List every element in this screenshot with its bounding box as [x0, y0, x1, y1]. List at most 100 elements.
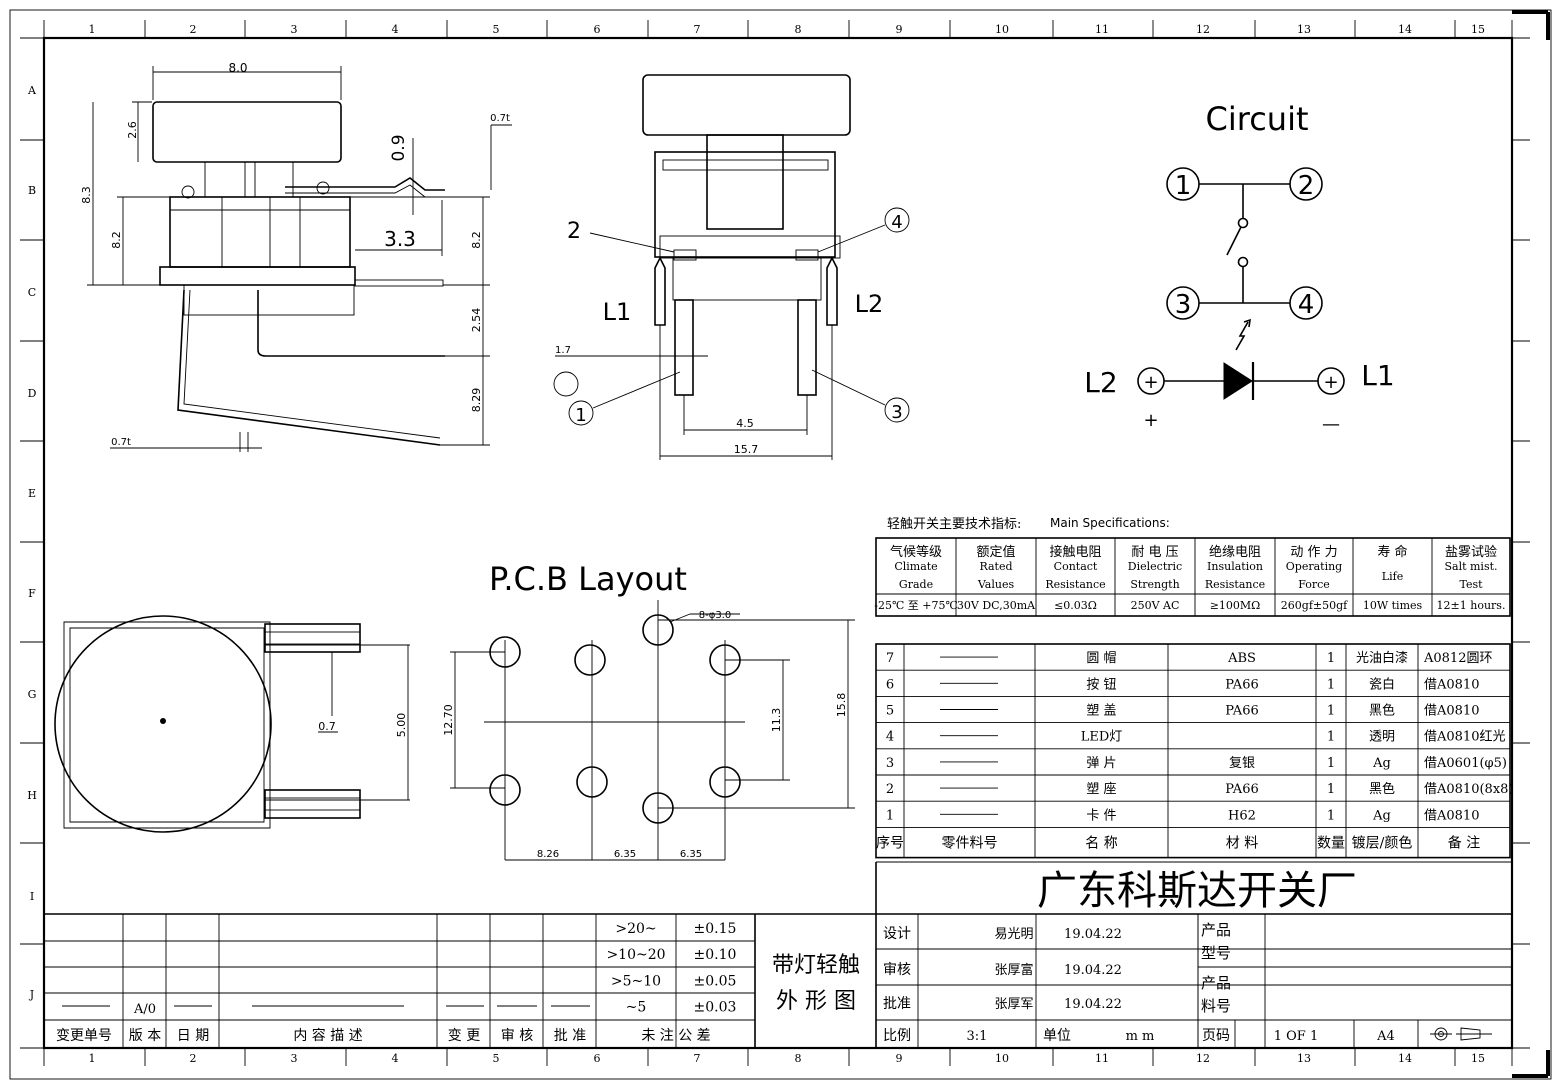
led-pin-l2 — [826, 256, 838, 326]
grid-col-label: 12 — [1196, 23, 1210, 36]
spec-value: 10W times — [1363, 599, 1423, 612]
label-pin-4: 4 — [891, 212, 902, 233]
bom-cell: 按 钮 — [1086, 677, 1116, 692]
spec-title-cn: 轻触开关主要技术指标: — [887, 517, 1021, 532]
spring-contact — [285, 177, 445, 191]
terminal-plus-left: + — [1143, 372, 1158, 393]
dim-cap-width: 8.0 — [228, 61, 247, 75]
dim-thickness-top: 0.7t — [490, 113, 510, 124]
front-cap — [642, 74, 851, 136]
grid-row-label: C — [28, 286, 36, 299]
led-label-l1: L1 — [1361, 359, 1394, 392]
rev-header: 日 期 — [177, 1028, 209, 1044]
dim-top-07: 0.7 — [318, 720, 336, 733]
spec-header-en2: Resistance — [1045, 578, 1105, 591]
cap-center — [160, 718, 166, 724]
bom-cell: 1 — [1327, 730, 1335, 745]
bom-cell: A0812圆环 — [1423, 651, 1492, 666]
rev-header: 内 容 描 述 — [293, 1027, 362, 1044]
bom-cell: PA66 — [1225, 704, 1258, 719]
spec-value: ≤0.03Ω — [1054, 599, 1097, 612]
bom-header: 镀层/颜色 — [1352, 835, 1413, 852]
terminal-plus-right: + — [1323, 372, 1338, 393]
spec-header-cn: 绝缘电阻 — [1209, 544, 1261, 560]
company-name: 广东科斯达开关厂 — [1037, 868, 1357, 914]
pcb-title: P.C.B Layout — [489, 560, 687, 598]
pcb-hole — [576, 766, 608, 798]
column-grid: 1122334455667788991010111112121313141415… — [43, 20, 1513, 1066]
bom-cell: 借A0810(8x8) — [1424, 782, 1514, 797]
outer-frame — [9, 9, 1552, 1080]
grid-row-label: F — [28, 587, 36, 600]
grid-row-label: E — [28, 487, 36, 500]
grid-col-label: 4 — [392, 1052, 399, 1065]
bom-cell: 1 — [1327, 677, 1335, 692]
bom-header: 序号 — [876, 836, 904, 852]
scale-label: 比例 — [883, 1028, 911, 1044]
bom-cell: 透明 — [1369, 730, 1395, 745]
spec-header-cn: 盐雾试验 — [1445, 544, 1497, 560]
dim-overall-width: 15.7 — [734, 443, 759, 456]
bom-header: 名 称 — [1085, 836, 1117, 852]
led-pin-l1 — [654, 256, 666, 326]
housing-outline — [169, 196, 351, 268]
cap-outline — [152, 101, 342, 163]
pcb-hole — [642, 614, 674, 646]
grid-col-label: 9 — [896, 1052, 903, 1065]
title-date: 19.04.22 — [1064, 963, 1122, 978]
grid-col-label: 11 — [1095, 23, 1109, 36]
grid-col-label: 6 — [594, 1052, 601, 1065]
bom-cell: 瓷白 — [1369, 676, 1395, 692]
grid-col-label: 5 — [493, 1052, 500, 1065]
top-view: 5.00 0.7 — [54, 615, 410, 833]
grid-col-label: 2 — [190, 23, 197, 36]
node-1: 1 — [1175, 171, 1192, 201]
spec-header-en1: Salt mist. — [1444, 560, 1497, 573]
side-view: 8.0 2.6 8.3 8.2 0.9 0.7t 3.3 8.2 2.54 8.… — [80, 61, 512, 452]
bom-cell: 借A0810 — [1424, 704, 1479, 719]
dim-hole-dia: 8-φ3.0 — [699, 610, 731, 621]
tol-range: ~5 — [626, 1000, 647, 1016]
partno-label-2: 料号 — [1201, 997, 1231, 1015]
grid-col-label: 14 — [1398, 23, 1412, 36]
grid-col-label: 15 — [1471, 23, 1485, 36]
grid-col-label: 14 — [1398, 1052, 1412, 1065]
grid-col-label: 4 — [392, 23, 399, 36]
dim-total-height: 8.3 — [80, 186, 93, 204]
grid-col-label: 3 — [291, 1052, 298, 1065]
dim-pcb-635a: 6.35 — [614, 849, 636, 860]
led-diode-symbol — [1223, 362, 1253, 400]
pcb-hole — [489, 774, 521, 806]
bom-cell: PA66 — [1225, 782, 1258, 797]
tol-value: ±0.05 — [694, 973, 737, 989]
grid-col-label: 6 — [594, 23, 601, 36]
dim-pitch-254: 2.54 — [470, 308, 483, 333]
bom-cell: Ag — [1372, 808, 1391, 823]
spec-value: -25℃ 至 +75℃ — [874, 599, 958, 612]
dim-travel: 0.9 — [389, 134, 409, 161]
spec-header-cn: 寿 命 — [1377, 544, 1407, 560]
rev-version: A/0 — [133, 1002, 156, 1017]
bom-header: 零件料号 — [942, 836, 998, 852]
bom-cell: 黑色 — [1369, 781, 1395, 797]
title-date: 19.04.22 — [1064, 997, 1122, 1012]
rev-header: 审 核 — [501, 1028, 533, 1044]
spec-value: 30V DC,30mA — [957, 599, 1036, 612]
grid-col-label: 1 — [89, 23, 96, 36]
bom-cell: 借A0810 — [1424, 808, 1479, 823]
spec-header-cn: 额定值 — [976, 544, 1015, 560]
circuit-title: Circuit — [1206, 100, 1309, 138]
spec-header-cn: 耐 电 压 — [1131, 545, 1178, 560]
node-2: 2 — [1298, 171, 1315, 201]
bom-cell: 2 — [886, 782, 894, 797]
bom-cell: LED灯 — [1081, 730, 1123, 745]
grid-row-label: I — [30, 890, 34, 903]
base-plate — [159, 266, 356, 286]
grid-col-label: 9 — [896, 23, 903, 36]
bom-cell: 借A0601(φ5) — [1424, 756, 1507, 771]
front-pin-1 — [674, 299, 694, 396]
bom-cell: 光油白漆 — [1356, 650, 1408, 666]
projection-symbol — [1460, 1027, 1481, 1041]
